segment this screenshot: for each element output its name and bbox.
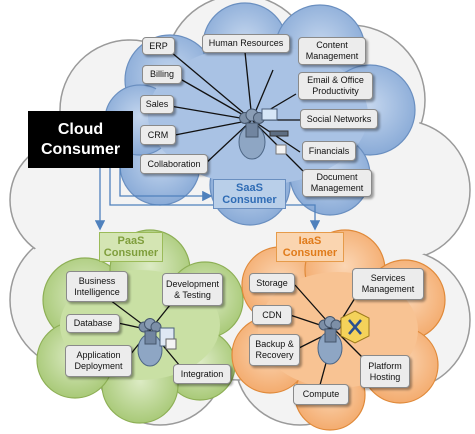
platform-hosting-node: Platform Hosting [360, 355, 410, 388]
development-testing-node: Development & Testing [162, 273, 223, 306]
application-deployment-node: Application Deployment [65, 345, 132, 377]
consumer-arrows [94, 168, 321, 231]
billing-node: Billing [142, 65, 182, 84]
social-networks-node: Social Networks [300, 109, 378, 129]
sales-node: Sales [140, 95, 174, 114]
compute-node: Compute [293, 384, 349, 405]
iaas-users-icon [317, 310, 370, 365]
content-management-node: Content Management [298, 37, 366, 65]
iaas-consumer-label: IaaS Consumer [276, 232, 344, 262]
cloud-consumer-label: Cloud Consumer [28, 111, 133, 168]
collaboration-node: Collaboration [140, 154, 208, 174]
saas-users-icon [238, 108, 289, 160]
storage-node: Storage [249, 273, 295, 293]
database-node: Database [66, 314, 120, 333]
crm-node: CRM [140, 125, 176, 145]
erp-node: ERP [142, 37, 175, 55]
paas-users-icon [137, 318, 177, 367]
email-office-node: Email & Office Productivity [298, 72, 373, 100]
backup-recovery-node: Backup & Recovery [249, 334, 300, 366]
saas-consumer-label: SaaS Consumer [213, 179, 286, 209]
human-resources-node: Human Resources [202, 34, 290, 53]
integration-node: Integration [173, 364, 231, 384]
business-intelligence-node: Business Intelligence [66, 271, 128, 302]
document-management-node: Document Management [302, 169, 372, 197]
services-management-node: Services Management [352, 268, 424, 300]
financials-node: Financials [302, 141, 356, 161]
cdn-node: CDN [252, 305, 292, 325]
paas-consumer-label: PaaS Consumer [99, 232, 163, 262]
